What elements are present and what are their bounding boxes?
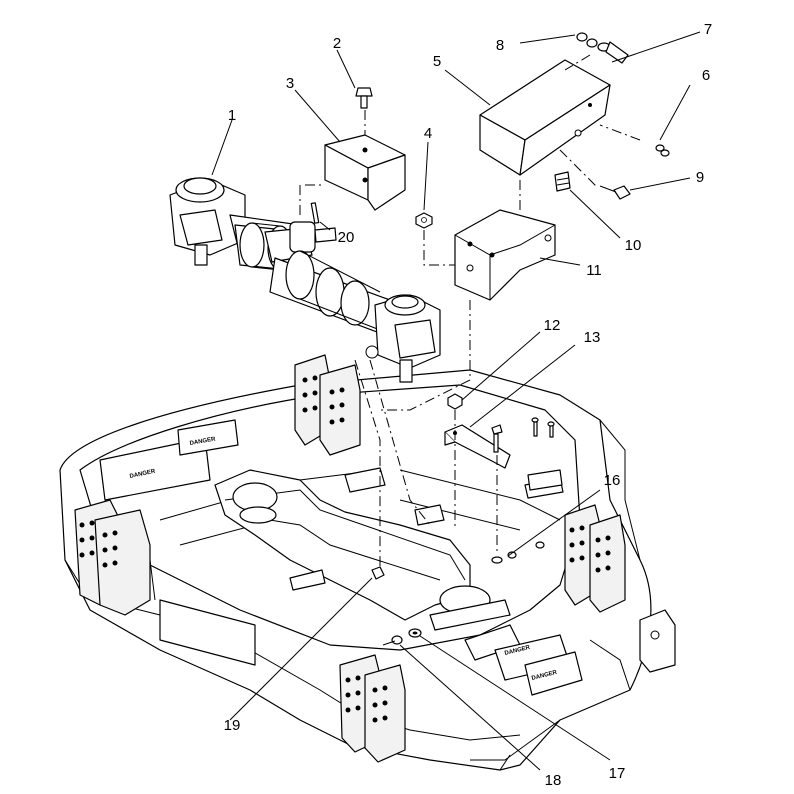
- callout-13: 13: [584, 329, 601, 346]
- decal-danger-2: DANGER: [189, 436, 216, 447]
- bracket-part-13: [444, 424, 511, 469]
- clip-part-10: [554, 171, 571, 192]
- callout-7: 7: [704, 21, 712, 38]
- callout-17: 17: [609, 765, 626, 782]
- callout-19: 19: [224, 717, 241, 734]
- callout-5: 5: [433, 53, 441, 70]
- hardware-part-16: [491, 417, 563, 564]
- callout-18: 18: [545, 772, 562, 789]
- gearbox-assembly: [169, 177, 441, 383]
- screw-part-6: [655, 144, 670, 157]
- bolt-part-18: [382, 635, 403, 646]
- nut-part-4: [415, 212, 433, 229]
- upper-shield-part-5: [479, 59, 611, 176]
- bolt-part-2: [355, 87, 373, 109]
- hardware-parts-7-8: [576, 32, 629, 64]
- nut-part-12: [447, 393, 463, 410]
- leader-lines: [211, 31, 701, 771]
- bolt-part-19: [371, 566, 385, 580]
- callout-labels: 1 2 3 4 5 6 7 8 9 10 11 12 13 16 17 18 1…: [224, 21, 713, 789]
- callout-16: 16: [604, 472, 621, 489]
- callout-4: 4: [424, 125, 432, 142]
- washer-part-17: [408, 628, 422, 638]
- callout-11: 11: [586, 262, 602, 279]
- decal-danger-1: DANGER: [129, 469, 156, 480]
- callout-10: 10: [625, 237, 642, 254]
- assembly-lines: [299, 54, 641, 570]
- shield-cover-part-3: [324, 134, 406, 211]
- mower-deck: [59, 354, 676, 771]
- pin-part-20: [310, 202, 320, 224]
- callout-12: 12: [544, 317, 561, 334]
- lower-shield-part-11: [454, 209, 556, 301]
- bolt-part-9: [599, 185, 631, 200]
- callout-20: 20: [338, 229, 355, 246]
- callout-2: 2: [333, 35, 341, 52]
- callout-8: 8: [496, 37, 504, 54]
- callout-6: 6: [702, 67, 710, 84]
- callout-1: 1: [228, 107, 236, 124]
- callout-3: 3: [286, 75, 294, 92]
- callout-9: 9: [696, 169, 704, 186]
